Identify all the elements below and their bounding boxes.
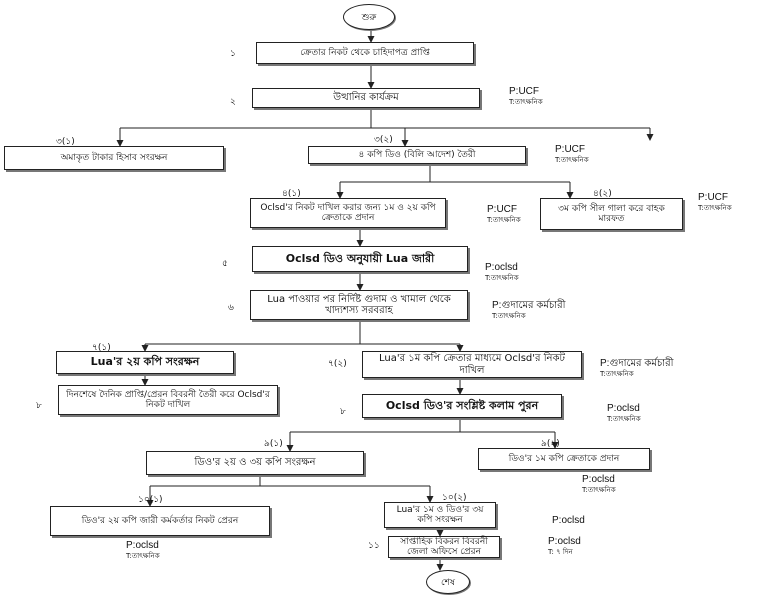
start-node: শুরু [343, 4, 395, 30]
step-11-box: সাপ্তাহিক বিকরন বিবরনী জেলা অফিসে প্রেরন [388, 536, 500, 558]
step-5-meta: P:oclsd T:তাৎক্ষনিক [485, 262, 519, 282]
step-number: ১০(২) [442, 493, 467, 503]
person-label: P:oclsd [607, 403, 640, 414]
step-3-2-box: ৪ কপি ডিও (বিলি আদেশ) তৈরী [308, 146, 526, 164]
step-7-2-meta: P:গুদামের কর্মচারী T:তাৎক্ষনিক [600, 358, 674, 378]
step-8-1-text: দিনশেষে দৈনিক প্রাপ্তি/প্রেরন বিবরনী তৈর… [66, 389, 270, 410]
person-label: P:oclsd [552, 515, 585, 526]
step-9-1-text: ডিও'র ২য় ও ৩য় কপি সংরক্ষন [194, 457, 316, 469]
step-8-2-meta: P:oclsd T:তাৎক্ষনিক [607, 403, 641, 423]
step-number: ৯(২) [541, 439, 560, 449]
step-number: ৯(১) [264, 439, 283, 449]
step-number: ৭(২) [328, 359, 347, 369]
person-label: P:oclsd [548, 536, 581, 547]
step-3-2-text: ৪ কপি ডিও (বিলি আদেশ) তৈরী [358, 149, 476, 160]
step-11-text: সাপ্তাহিক বিকরন বিবরনী জেলা অফিসে প্রেরন [400, 536, 488, 557]
end-node: শেষ [426, 570, 470, 594]
step-number: ১ [230, 49, 236, 59]
person-label: P:গুদামের কর্মচারী [600, 358, 674, 369]
time-label: T:তাৎক্ষনিক [698, 203, 732, 212]
person-label: P:oclsd [126, 540, 159, 551]
step-4-1-box: Oclsd'র নিকট দাখিল করার জন্য ১ম ও ২য় কপ… [250, 198, 446, 228]
time-label: T:তাৎক্ষনিক [600, 369, 634, 378]
step-number: ৮ [36, 401, 42, 411]
step-number: ৪(২) [593, 189, 612, 199]
step-10-2-text: Lua'র ১ম ও ডিও'র ৩য় কপি সংরক্ষন [396, 504, 484, 525]
step-4-1-text: Oclsd'র নিকট দাখিল করার জন্য ১ম ও ২য় কপ… [260, 202, 436, 223]
step-9-2-meta: P:oclsd T:তাৎক্ষনিক [582, 474, 616, 494]
step-7-2-text: Lua'র ১ম কপি ক্রেতার মাধ্যমে Oclsd'র নিক… [379, 353, 565, 376]
step-number: ৭(১) [92, 343, 111, 353]
step-4-1-meta: P:UCF T:তাৎক্ষনিক [487, 204, 521, 224]
time-label: T:তাৎক্ষনিক [607, 414, 641, 423]
time-label: T:তাৎক্ষনিক [487, 215, 521, 224]
step-number: ৮ [340, 407, 346, 417]
step-10-1-text: ডিও'র ২য় কপি জারী কর্মকর্তার নিকট প্রের… [81, 515, 239, 526]
person-label: P:oclsd [485, 262, 518, 273]
step-3-1-text: অমাকৃত টাকার হিসাব সংরক্ষন [60, 152, 168, 163]
step-number: ৩(২) [374, 135, 393, 145]
step-10-1-meta: P:oclsd T:তাৎক্ষনিক [126, 540, 160, 560]
step-3-2-meta: P:UCF T:তাৎক্ষনিক [555, 144, 589, 164]
step-number: ৫ [222, 259, 228, 269]
step-8-2-text: Oclsd ডিও'র সংশ্লিষ্ট কলাম পুরন [385, 398, 539, 412]
step-5-box: Oclsd ডিও অনুযায়ী Lua জারী [252, 246, 468, 272]
step-7-2-box: Lua'র ১ম কপি ক্রেতার মাধ্যমে Oclsd'র নিক… [362, 351, 582, 378]
step-number: ১০(১) [138, 495, 163, 505]
time-label: T:তাৎক্ষনিক [492, 311, 526, 320]
step-7-1-text: Lua'র ২য় কপি সংরক্ষন [90, 355, 200, 369]
person-label: P:UCF [509, 86, 539, 97]
step-4-2-meta: P:UCF T:তাৎক্ষনিক [698, 192, 732, 212]
step-number: ৩(১) [56, 137, 75, 147]
step-4-2-box: ৩ম কপি সীল গালা করে বাহক মারফত [540, 198, 683, 230]
step-number: ৬ [228, 303, 234, 313]
step-number: ৪(১) [282, 189, 301, 199]
step-3-1-box: অমাকৃত টাকার হিসাব সংরক্ষন [4, 146, 224, 170]
step-11-meta: P:oclsd T: ৭ দিন [548, 536, 581, 556]
time-label: T:তাৎক্ষনিক [509, 97, 543, 106]
step-number: ২ [230, 97, 236, 107]
time-label: T:তাৎক্ষনিক [582, 485, 616, 494]
step-6-meta: P:গুদামের কর্মচারী T:তাৎক্ষনিক [492, 300, 566, 320]
time-label: T:তাৎক্ষনিক [485, 273, 519, 282]
time-label: T: ৭ দিন [548, 547, 573, 556]
step-6-text: Lua পাওয়ার পর নির্দিষ্ট গুদাম ও খামাল থ… [267, 293, 451, 317]
time-label: T:তাৎক্ষনিক [555, 155, 589, 164]
step-6-box: Lua পাওয়ার পর নির্দিষ্ট গুদাম ও খামাল থ… [250, 290, 468, 320]
step-2-meta: P:UCF T:তাৎক্ষনিক [509, 86, 543, 106]
person-label: P:UCF [487, 204, 517, 215]
person-label: P:গুদামের কর্মচারী [492, 300, 566, 311]
step-5-text: Oclsd ডিও অনুযায়ী Lua জারী [285, 251, 435, 265]
step-number: ১১ [368, 541, 380, 551]
step-1-box: ক্রেতার নিকট থেকে চাহিদাপত্র প্রাপ্তি [256, 42, 474, 64]
step-9-2-box: ডিও'র ১ম কপি ক্রেতাকে প্রদান [478, 448, 650, 470]
step-10-2-meta: P:oclsd [552, 515, 585, 527]
step-1-text: ক্রেতার নিকট থেকে চাহিদাপত্র প্রাপ্তি [300, 47, 430, 58]
step-2-text: উত্থানির কার্যক্রম [333, 92, 399, 104]
step-10-1-box: ডিও'র ২য় কপি জারী কর্মকর্তার নিকট প্রের… [50, 506, 270, 536]
step-8-1-box: দিনশেষে দৈনিক প্রাপ্তি/প্রেরন বিবরনী তৈর… [58, 385, 278, 415]
step-4-2-text: ৩ম কপি সীল গালা করে বাহক মারফত [558, 203, 665, 224]
time-label: T:তাৎক্ষনিক [126, 551, 160, 560]
step-9-1-box: ডিও'র ২য় ও ৩য় কপি সংরক্ষন [146, 451, 364, 475]
step-7-1-box: Lua'র ২য় কপি সংরক্ষন [56, 351, 234, 374]
person-label: P:UCF [555, 144, 585, 155]
step-2-box: উত্থানির কার্যক্রম [252, 88, 480, 108]
step-10-2-box: Lua'র ১ম ও ডিও'র ৩য় কপি সংরক্ষন [384, 502, 496, 528]
person-label: P:UCF [698, 192, 728, 203]
step-8-2-box: Oclsd ডিও'র সংশ্লিষ্ট কলাম পুরন [362, 394, 562, 418]
person-label: P:oclsd [582, 474, 615, 485]
step-9-2-text: ডিও'র ১ম কপি ক্রেতাকে প্রদান [508, 453, 620, 464]
